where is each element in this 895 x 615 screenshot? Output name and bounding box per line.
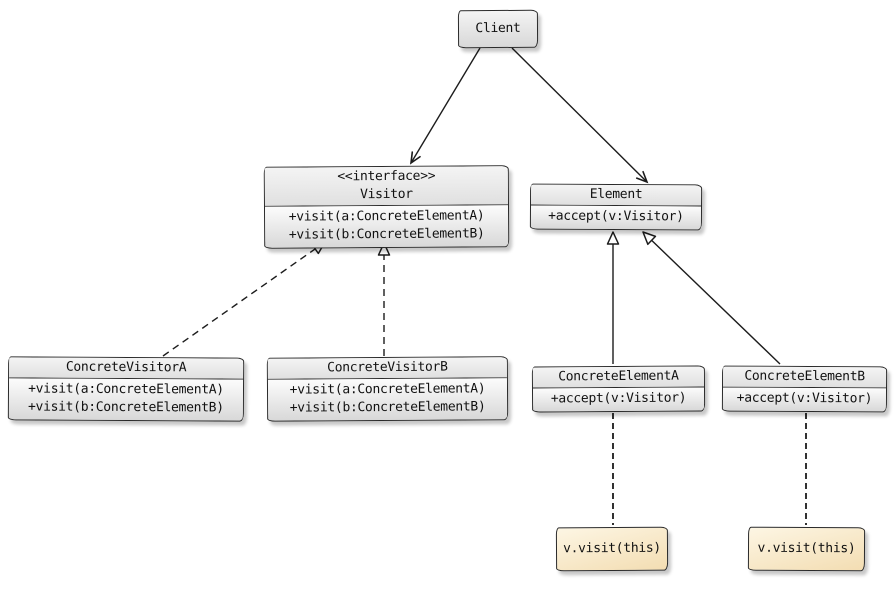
- realization-concretevisitora-to-visitor: [162, 241, 326, 357]
- visitor-header: <<interface>> Visitor: [264, 166, 508, 206]
- arrow-client-to-visitor: [409, 47, 481, 165]
- concrete-visitor-b-method-visit-b: +visit(b:ConcreteElementB): [289, 399, 486, 416]
- arrow-client-to-element: [511, 47, 649, 184]
- concrete-visitor-a-method-visit-b: +visit(b:ConcreteElementB): [28, 399, 224, 416]
- class-element: Element +accept(v:Visitor): [529, 183, 703, 231]
- client-name: Client: [475, 20, 521, 37]
- note-v-visit-this-a: v.visit(this): [555, 526, 669, 572]
- concrete-visitor-a-method-visit-a: +visit(a:ConcreteElementA): [28, 381, 224, 398]
- element-method-accept: +accept(v:Visitor): [548, 208, 684, 225]
- concrete-element-b-methods: +accept(v:Visitor): [722, 386, 887, 412]
- class-visitor: <<interface>> Visitor +visit(a:ConcreteE…: [263, 165, 510, 249]
- visitor-name: Visitor: [360, 186, 413, 203]
- concrete-element-a-header: ConcreteElementA: [532, 366, 704, 388]
- concrete-visitor-a-name: ConcreteVisitorA: [65, 359, 187, 376]
- class-concrete-visitor-b: ConcreteVisitorB +visit(a:ConcreteElemen…: [266, 356, 509, 422]
- concrete-visitor-b-methods: +visit(a:ConcreteElementA) +visit(b:Conc…: [267, 377, 508, 421]
- class-concrete-element-b: ConcreteElementB +accept(v:Visitor): [721, 365, 888, 413]
- class-concrete-visitor-a: ConcreteVisitorA +visit(a:ConcreteElemen…: [7, 356, 245, 422]
- concrete-element-b-name: ConcreteElementB: [744, 368, 865, 385]
- concrete-element-a-name: ConcreteElementA: [558, 368, 679, 385]
- note-a-text: v.visit(this): [563, 540, 661, 557]
- class-concrete-element-a: ConcreteElementA +accept(v:Visitor): [531, 365, 706, 413]
- visitor-stereotype: <<interface>>: [337, 168, 436, 185]
- class-client: Client: [457, 9, 539, 49]
- concrete-element-a-methods: +accept(v:Visitor): [532, 386, 705, 412]
- visitor-methods: +visit(a:ConcreteElementA) +visit(b:Conc…: [264, 204, 509, 248]
- generalization-concreteelementb-to-element: [642, 231, 781, 365]
- concrete-element-b-method-accept: +accept(v:Visitor): [736, 390, 873, 407]
- concrete-visitor-b-method-visit-a: +visit(a:ConcreteElementA): [289, 381, 486, 398]
- concrete-element-a-method-accept: +accept(v:Visitor): [550, 390, 687, 407]
- element-methods: +accept(v:Visitor): [530, 204, 702, 230]
- concrete-element-b-header: ConcreteElementB: [723, 366, 887, 388]
- visitor-method-visit-b: +visit(b:ConcreteElementB): [288, 226, 485, 243]
- element-header: Element: [531, 184, 702, 206]
- concrete-visitor-b-header: ConcreteVisitorB: [267, 357, 507, 379]
- note-v-visit-this-b: v.visit(this): [747, 526, 866, 572]
- concrete-visitor-b-name: ConcreteVisitorB: [327, 359, 448, 376]
- concrete-visitor-a-methods: +visit(a:ConcreteElementA) +visit(b:Conc…: [8, 377, 244, 421]
- element-name: Element: [589, 186, 643, 203]
- visitor-method-visit-a: +visit(a:ConcreteElementA): [288, 208, 485, 225]
- concrete-visitor-a-header: ConcreteVisitorA: [9, 357, 244, 379]
- note-b-text: v.visit(this): [757, 540, 856, 557]
